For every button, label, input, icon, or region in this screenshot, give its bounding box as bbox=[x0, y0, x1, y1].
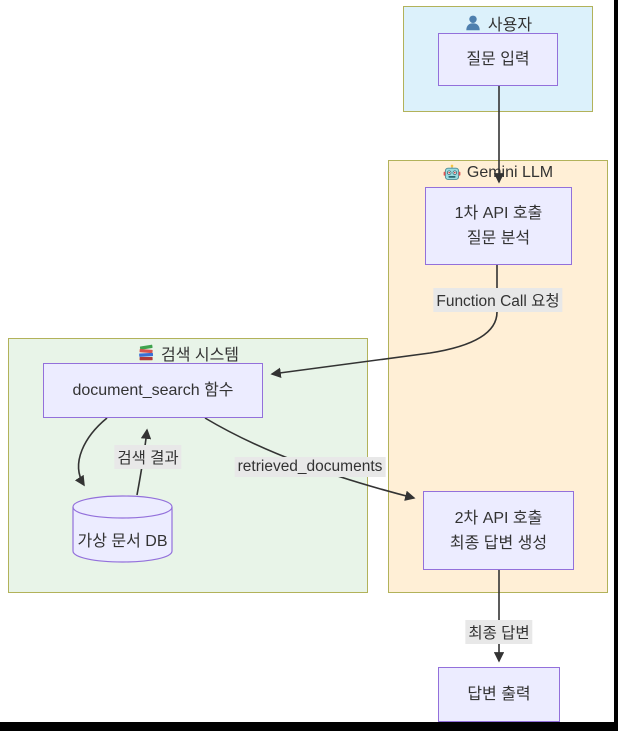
node-first-api-call: 1차 API 호출 질문 분석 bbox=[425, 187, 572, 265]
group-title-gemini-label: Gemini LLM bbox=[466, 164, 554, 181]
books-icon bbox=[139, 344, 154, 361]
node-question-input: 질문 입력 bbox=[438, 33, 558, 86]
edge-label-final-answer: 최종 답변 bbox=[465, 620, 533, 644]
group-title-search: 검색 시스템 bbox=[8, 341, 368, 365]
node-second-api-call: 2차 API 호출 최종 답변 생성 bbox=[423, 491, 574, 570]
group-title-search-label: 검색 시스템 bbox=[160, 347, 240, 364]
node-question-input-label: 질문 입력 bbox=[466, 51, 530, 68]
edge-label-function-call: Function Call 요청 bbox=[433, 288, 563, 312]
node-document-search-label: document_search 함수 bbox=[72, 382, 234, 399]
node-answer-output-label: 답변 출력 bbox=[467, 686, 531, 703]
node-first-api-line2: 질문 분석 bbox=[466, 230, 531, 247]
node-virtual-db-label: 가상 문서 DB bbox=[77, 533, 168, 550]
node-document-search: document_search 함수 bbox=[43, 363, 263, 418]
node-first-api-line1: 1차 API 호출 bbox=[454, 205, 543, 222]
person-icon bbox=[466, 15, 480, 31]
group-title-user: 사용자 bbox=[403, 11, 593, 35]
node-second-api-line2: 최종 답변 생성 bbox=[449, 534, 548, 552]
edge-label-search-result: 검색 결과 bbox=[114, 445, 182, 469]
database-cylinder-icon bbox=[72, 495, 173, 563]
group-title-gemini: Gemini LLM bbox=[388, 164, 608, 182]
edge-label-retrieved-documents: retrieved_documents bbox=[234, 457, 386, 477]
group-title-user-label: 사용자 bbox=[487, 17, 533, 34]
node-second-api-line1: 2차 API 호출 bbox=[454, 509, 543, 527]
robot-icon bbox=[443, 164, 461, 180]
node-virtual-db: 가상 문서 DB bbox=[72, 495, 173, 563]
node-answer-output: 답변 출력 bbox=[438, 667, 560, 722]
